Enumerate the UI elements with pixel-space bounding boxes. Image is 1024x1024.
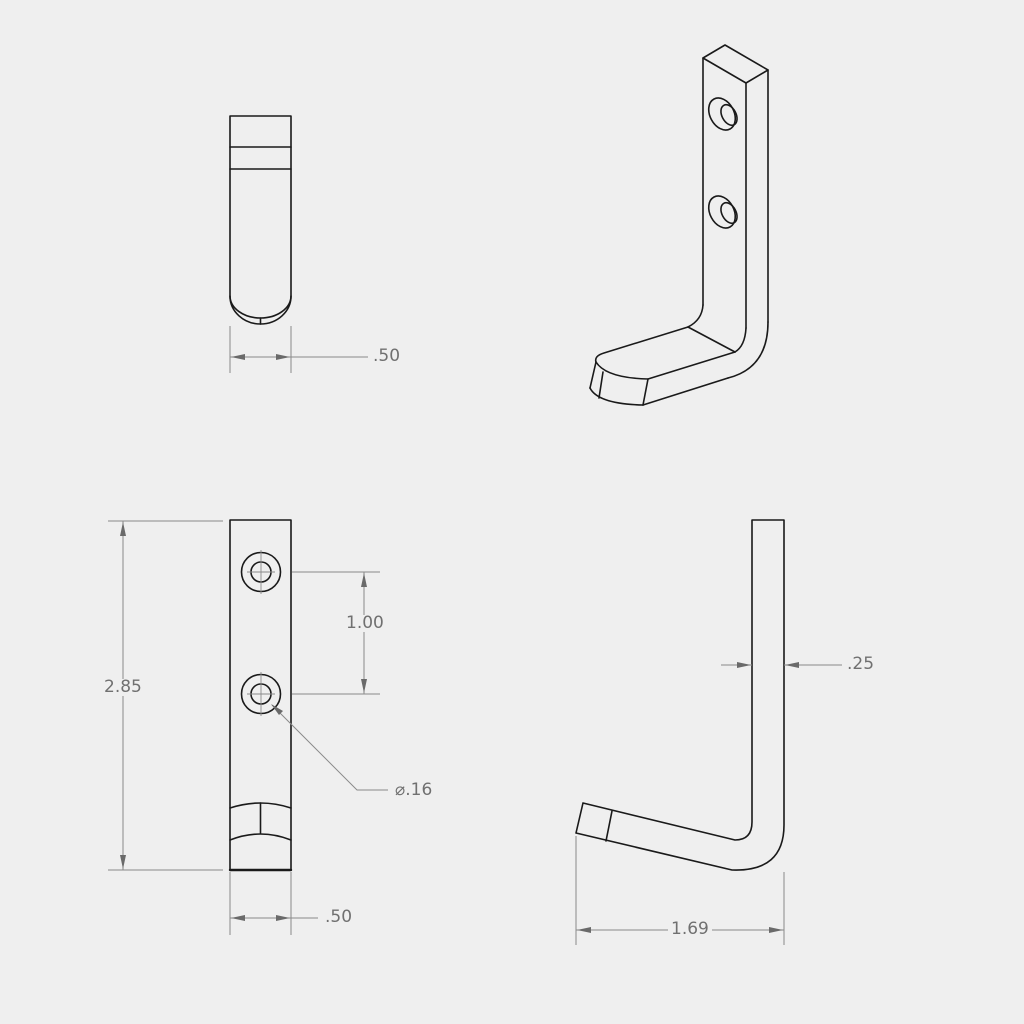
front-width-label: .50 (322, 909, 356, 926)
hole-spacing-label: 1.00 (343, 615, 387, 632)
front-view-lower-arc (229, 833, 292, 841)
front-view (108, 519, 388, 935)
side-view (575, 519, 842, 945)
arrow-icon (276, 354, 290, 360)
side-view-outline (575, 519, 785, 871)
iso-tip-left (589, 361, 597, 389)
iso-outer-bend (727, 321, 769, 379)
thickness-label: .25 (844, 656, 878, 673)
iso-hole-2-inner (720, 201, 738, 225)
arrow-icon (361, 573, 367, 587)
diameter-symbol-icon: ⌀ (395, 780, 406, 800)
iso-top-face (702, 44, 769, 84)
arrow-icon (231, 915, 245, 921)
iso-hole-1-inner (720, 103, 738, 127)
arrow-icon (737, 662, 751, 668)
arrow-icon (577, 927, 591, 933)
isometric-view (589, 44, 769, 406)
side-view-tip-line (605, 810, 613, 842)
iso-foot-bottom-edge (642, 377, 729, 406)
depth-label: 1.69 (668, 921, 712, 938)
top-width-label: .50 (370, 348, 404, 365)
iso-middle-bend (734, 327, 747, 353)
height-label: 2.85 (101, 679, 145, 696)
arrow-icon (271, 704, 283, 715)
hole-diameter-label: ⌀.16 (392, 780, 436, 800)
arrow-icon (785, 662, 799, 668)
arrow-icon (769, 927, 783, 933)
arrow-icon (120, 855, 126, 869)
iso-bend-diagonal (687, 326, 736, 353)
top-view-inner-arc (229, 295, 292, 319)
hole-diameter-value: .16 (405, 780, 433, 800)
iso-tip-bottom (589, 387, 644, 406)
top-view (229, 115, 368, 373)
diameter-leader (271, 704, 388, 791)
arrow-icon (276, 915, 290, 921)
arrow-icon (231, 354, 245, 360)
iso-foot-front-edge (595, 351, 736, 380)
arrow-icon (361, 679, 367, 693)
iso-inner-bend (687, 304, 704, 328)
iso-foot-top-edge (594, 326, 689, 363)
arrow-icon (120, 522, 126, 536)
iso-tip-inner (598, 371, 604, 399)
iso-tip-right (642, 378, 649, 406)
